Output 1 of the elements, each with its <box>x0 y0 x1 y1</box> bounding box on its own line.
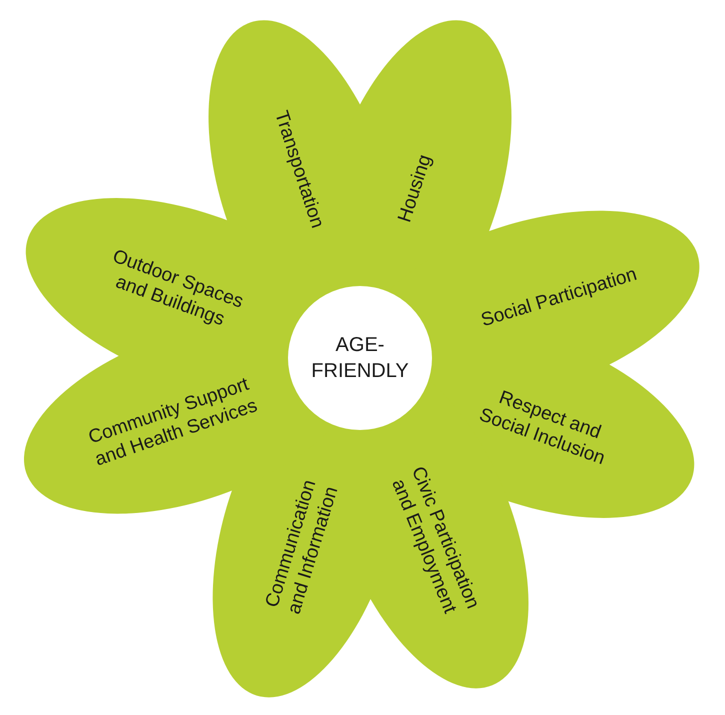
center-label: AGE- FRIENDLY <box>310 333 410 384</box>
